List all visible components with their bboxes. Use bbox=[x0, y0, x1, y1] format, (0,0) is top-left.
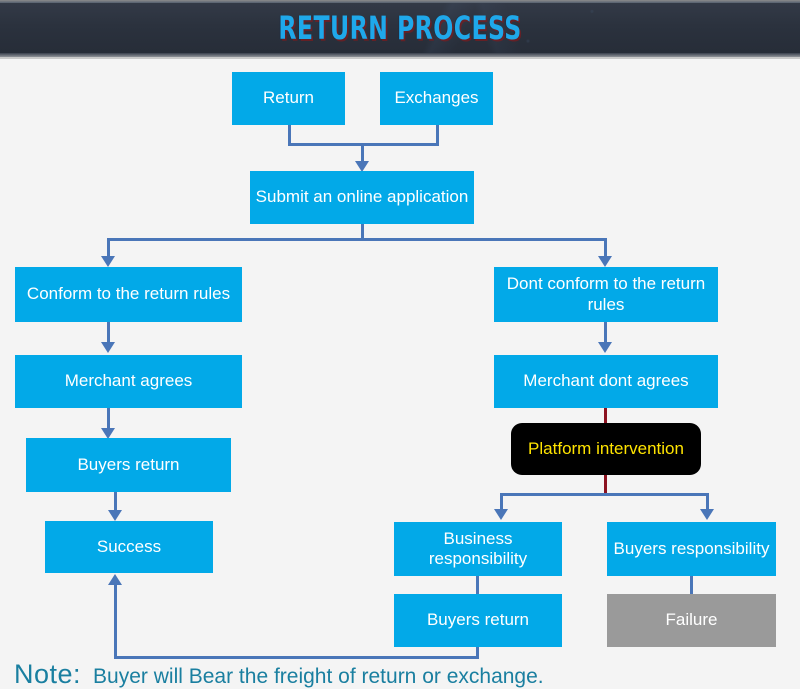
connector-merchant-to-buyers-return bbox=[107, 408, 110, 430]
connector-loop-up bbox=[114, 584, 117, 659]
node-return[interactable]: Return bbox=[232, 72, 345, 125]
arrow-to-submit bbox=[355, 161, 369, 172]
connector-dont-conform-to-merchant bbox=[604, 322, 607, 344]
node-buyers-return-right[interactable]: Buyers return bbox=[394, 594, 562, 647]
connector-buyers-resp-to-failure bbox=[690, 576, 693, 596]
connector-business-to-buyers-return bbox=[476, 576, 479, 596]
connector-loop-bottom bbox=[114, 656, 479, 659]
arrow-loop-to-success bbox=[108, 574, 122, 585]
connector-branch-right-drop bbox=[604, 238, 607, 258]
page-title: RETURN PROCESS bbox=[278, 9, 522, 47]
arrow-to-buyers-return-left bbox=[101, 428, 115, 439]
connector-submit-stem bbox=[361, 224, 364, 240]
arrow-to-merchant-agrees bbox=[101, 342, 115, 353]
connector-conform-to-merchant bbox=[107, 322, 110, 344]
node-exchanges[interactable]: Exchanges bbox=[380, 72, 493, 125]
connector-responsibility-right-drop bbox=[706, 493, 709, 511]
node-platform-intervention[interactable]: Platform intervention bbox=[511, 423, 701, 475]
connector-loop-right bbox=[476, 647, 479, 659]
node-dont-conform-rules[interactable]: Dont conform to the return rules bbox=[494, 267, 718, 322]
node-merchant-agrees[interactable]: Merchant agrees bbox=[15, 355, 242, 408]
note-text: Buyer will Bear the freight of return or… bbox=[93, 665, 544, 688]
node-buyers-responsibility[interactable]: Buyers responsibility bbox=[607, 522, 776, 576]
connector-branch-bar bbox=[107, 238, 607, 241]
node-business-responsibility[interactable]: Business responsibility bbox=[394, 522, 562, 576]
node-conform-rules[interactable]: Conform to the return rules bbox=[15, 267, 242, 322]
connector-buyers-return-to-success bbox=[114, 492, 117, 512]
arrow-to-dont-conform-rules bbox=[598, 256, 612, 267]
header-top-edge bbox=[0, 0, 800, 3]
node-buyers-return-left[interactable]: Buyers return bbox=[26, 438, 231, 492]
arrow-to-buyers-responsibility bbox=[700, 509, 714, 520]
connector-responsibility-bar bbox=[500, 493, 709, 496]
note-label: Note: bbox=[14, 659, 82, 689]
connector-branch-left-drop bbox=[107, 238, 110, 258]
header-banner: RETURN PROCESS bbox=[0, 0, 800, 59]
arrow-to-success bbox=[108, 510, 122, 521]
connector-exchanges-down bbox=[436, 125, 439, 145]
node-merchant-dont-agrees[interactable]: Merchant dont agrees bbox=[494, 355, 718, 408]
connector-merge-stem bbox=[361, 143, 364, 163]
header-bottom-edge bbox=[0, 53, 800, 57]
node-success[interactable]: Success bbox=[45, 521, 213, 573]
node-submit-application[interactable]: Submit an online application bbox=[250, 171, 474, 224]
arrow-to-merchant-dont-agrees bbox=[598, 342, 612, 353]
arrow-to-business-responsibility bbox=[494, 509, 508, 520]
connector-responsibility-left-drop bbox=[500, 493, 503, 511]
connector-return-down bbox=[288, 125, 291, 145]
node-failure[interactable]: Failure bbox=[607, 594, 776, 647]
note: Note: Buyer will Bear the freight of ret… bbox=[14, 659, 544, 689]
arrow-to-conform-rules bbox=[101, 256, 115, 267]
